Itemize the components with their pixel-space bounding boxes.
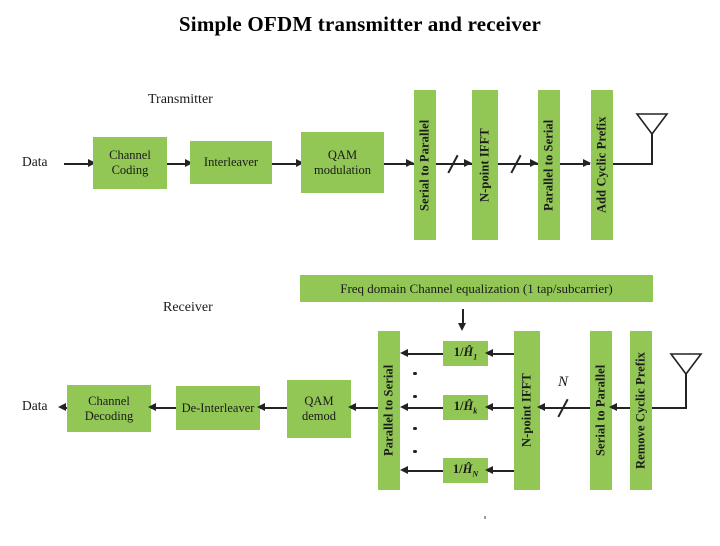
rx-wire-2 bbox=[260, 407, 288, 409]
rx-antenna-wire-h bbox=[652, 407, 687, 409]
equalizer-1-subscript: 1 bbox=[473, 352, 478, 362]
block-serial-to-parallel-tx[interactable]: Serial to Parallel bbox=[414, 90, 436, 240]
block-add-cyclic-prefix[interactable]: Add Cyclic Prefix bbox=[591, 90, 613, 240]
tx-arrowhead-2 bbox=[296, 159, 304, 167]
equalization-downarrow-stem bbox=[462, 309, 464, 326]
dots-upper bbox=[412, 372, 418, 398]
tx-arrowhead-4 bbox=[464, 159, 472, 167]
block-interleaver[interactable]: Interleaver bbox=[190, 141, 272, 184]
block-qam-modulation-line2: modulation bbox=[314, 162, 371, 177]
block-qam-modulation[interactable]: QAM modulation bbox=[301, 132, 384, 193]
image-speck bbox=[484, 516, 486, 519]
block-parallel-to-serial-rx-label: Parallel to Serial bbox=[381, 364, 396, 457]
equalization-downarrow-head bbox=[458, 323, 466, 331]
block-qam-modulation-line1: QAM bbox=[327, 147, 358, 162]
equalizer-k-subscript: k bbox=[473, 406, 478, 416]
rx-arrowhead-out bbox=[58, 403, 66, 411]
transmitter-section-label: Transmitter bbox=[148, 92, 213, 107]
tx-wire-2 bbox=[272, 163, 299, 165]
block-channel-decoding-line1: Channel bbox=[88, 393, 130, 408]
block-qam-demod-line2: demod bbox=[301, 409, 337, 423]
block-n-point-ifft-tx-label: N-point IFFT bbox=[477, 128, 492, 202]
eqk-wire-right bbox=[488, 407, 526, 409]
block-qam-demod-line1: QAM bbox=[304, 394, 334, 409]
block-channel-coding-line1: Channel bbox=[109, 148, 151, 163]
block-channel-coding[interactable]: Channel Coding bbox=[93, 137, 167, 189]
dots-lower bbox=[412, 427, 418, 453]
tx-wire-in bbox=[64, 163, 91, 165]
tx-wire-4 bbox=[560, 163, 590, 165]
block-de-interleaver-label: De-Interleaver bbox=[181, 400, 255, 415]
equalizer-N-symbol: Ĥ bbox=[462, 462, 473, 477]
equalizer-1-prefix: 1/ bbox=[453, 345, 464, 360]
tx-wire-1 bbox=[167, 163, 188, 165]
tx-bus-wire-1 bbox=[436, 163, 472, 165]
rx-bus-wire bbox=[540, 407, 590, 409]
rx-arrowhead-3 bbox=[348, 403, 356, 411]
tx-bus-wire-2 bbox=[498, 163, 538, 165]
tx-arrowhead-1 bbox=[185, 159, 193, 167]
eqN-wire-left bbox=[404, 470, 444, 472]
block-parallel-to-serial-tx-label: Parallel to Serial bbox=[541, 119, 556, 211]
eqN-arrowhead-right bbox=[485, 466, 493, 474]
block-channel-decoding-line2: Decoding bbox=[84, 408, 134, 423]
equalizer-k-prefix: 1/ bbox=[453, 399, 464, 414]
block-remove-cyclic-prefix-label: Remove Cyclic Prefix bbox=[633, 352, 648, 469]
block-qam-demod[interactable]: QAM demod bbox=[287, 380, 351, 438]
rx-bus-arrowhead bbox=[537, 403, 545, 411]
equalizer-N-subscript: N bbox=[472, 469, 479, 479]
eq1-arrowhead-left bbox=[400, 349, 408, 357]
tx-wire-3 bbox=[384, 163, 416, 165]
equalization-bar-label: Freq domain Channel equalization (1 tap/… bbox=[340, 280, 613, 296]
receiver-output-label: Data bbox=[22, 398, 48, 413]
block-interleaver-label: Interleaver bbox=[203, 155, 259, 170]
transmitter-input-label: Data bbox=[22, 154, 48, 169]
equalizer-N-prefix: 1/ bbox=[452, 462, 463, 477]
tx-arrowhead-3 bbox=[406, 159, 414, 167]
block-equalizer-k[interactable]: 1/Ĥk bbox=[443, 395, 488, 420]
tx-arrowhead-6 bbox=[583, 159, 591, 167]
receiver-section-label: Receiver bbox=[163, 300, 213, 315]
eqk-arrowhead-right bbox=[485, 403, 493, 411]
rx-wire-4 bbox=[612, 407, 638, 409]
rx-antenna-wire-v bbox=[685, 373, 687, 408]
block-serial-to-parallel-tx-label: Serial to Parallel bbox=[417, 119, 432, 211]
block-remove-cyclic-prefix[interactable]: Remove Cyclic Prefix bbox=[630, 331, 652, 490]
tx-arrowhead-in bbox=[88, 159, 96, 167]
tx-antenna-wire-h bbox=[613, 163, 653, 165]
page-title: Simple OFDM transmitter and receiver bbox=[178, 12, 542, 36]
rx-arrowhead-4 bbox=[609, 403, 617, 411]
receive-antenna-icon bbox=[669, 353, 703, 376]
rx-arrowhead-2 bbox=[257, 403, 265, 411]
block-add-cyclic-prefix-label: Add Cyclic Prefix bbox=[594, 116, 609, 214]
tx-antenna-wire-v bbox=[651, 133, 653, 164]
tx-arrowhead-5 bbox=[530, 159, 538, 167]
block-serial-to-parallel-rx-label: Serial to Parallel bbox=[593, 364, 608, 457]
block-parallel-to-serial-tx[interactable]: Parallel to Serial bbox=[538, 90, 560, 240]
eqk-arrowhead-left bbox=[400, 403, 408, 411]
rx-wire-3 bbox=[351, 407, 380, 409]
block-parallel-to-serial-rx[interactable]: Parallel to Serial bbox=[378, 331, 400, 490]
eq1-wire-right bbox=[488, 353, 526, 355]
equalization-bar[interactable]: Freq domain Channel equalization (1 tap/… bbox=[300, 275, 653, 302]
eq1-arrowhead-right bbox=[485, 349, 493, 357]
block-equalizer-1[interactable]: 1/Ĥ1 bbox=[443, 341, 488, 366]
block-channel-coding-line2: Coding bbox=[111, 163, 149, 177]
eq1-wire-left bbox=[404, 353, 444, 355]
eqk-wire-left bbox=[404, 407, 444, 409]
transmit-antenna-icon bbox=[635, 113, 669, 136]
rx-arrowhead-1 bbox=[148, 403, 156, 411]
block-n-point-ifft-rx-label: N-point IFFT bbox=[519, 373, 534, 448]
block-channel-decoding[interactable]: Channel Decoding bbox=[67, 385, 151, 432]
block-n-point-ifft-tx[interactable]: N-point IFFT bbox=[472, 90, 498, 240]
bus-width-label: N bbox=[558, 374, 569, 390]
block-equalizer-N[interactable]: 1/ĤN bbox=[443, 458, 488, 483]
block-de-interleaver[interactable]: De-Interleaver bbox=[176, 386, 260, 430]
eqN-arrowhead-left bbox=[400, 466, 408, 474]
eqN-wire-right bbox=[488, 470, 526, 472]
equalizer-1-symbol: Ĥ bbox=[463, 345, 474, 360]
rx-wire-1 bbox=[151, 407, 177, 409]
equalizer-k-symbol: Ĥ bbox=[463, 399, 474, 414]
